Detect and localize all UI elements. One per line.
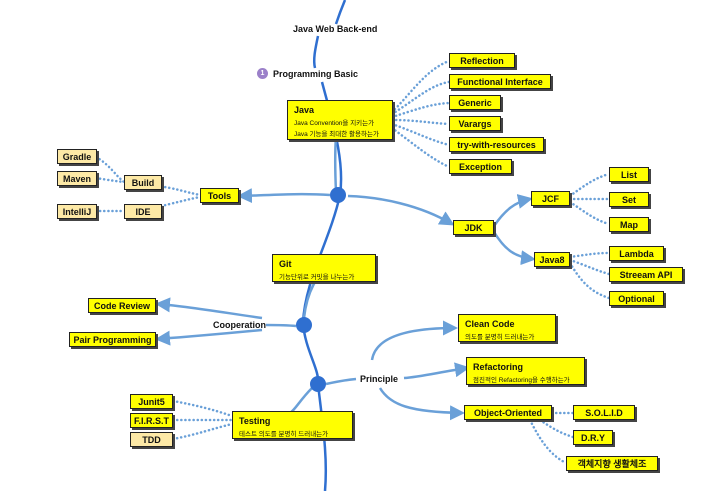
tdd-node[interactable]: TDD bbox=[130, 432, 173, 447]
solid-node[interactable]: S.O.L.I.D bbox=[573, 405, 635, 420]
cooperation-label[interactable]: Cooperation bbox=[213, 320, 266, 330]
first-node[interactable]: F.I.R.S.T bbox=[130, 413, 173, 428]
spine-hub-lower bbox=[310, 376, 326, 392]
code-review-node[interactable]: Code Review bbox=[88, 298, 156, 313]
tools-node[interactable]: Tools bbox=[200, 188, 239, 203]
jdk-node[interactable]: JDK bbox=[453, 220, 494, 235]
clean-code-title: Clean Code bbox=[465, 319, 515, 329]
jcf-list-node[interactable]: List bbox=[609, 167, 649, 182]
refactoring-node[interactable]: Refactoring 점진적인 Refactoring을 수행하는가 bbox=[466, 357, 585, 385]
refactoring-line: 점진적인 Refactoring을 수행하는가 bbox=[473, 377, 570, 384]
clean-code-line: 의도를 분명히 드러내는가 bbox=[465, 334, 535, 341]
ide-node[interactable]: IDE bbox=[124, 204, 162, 219]
gradle-node[interactable]: Gradle bbox=[57, 149, 97, 164]
section-title: Programming Basic bbox=[273, 69, 359, 79]
spine-hub-middle bbox=[296, 317, 312, 333]
jcf-map-node[interactable]: Map bbox=[609, 217, 649, 232]
pair-programming-node[interactable]: Pair Programming bbox=[69, 332, 156, 347]
build-node[interactable]: Build bbox=[124, 175, 162, 190]
testing-node[interactable]: Testing 테스트 의도를 분명히 드러내는가 bbox=[232, 411, 353, 439]
java8-lambda-node[interactable]: Lambda bbox=[609, 246, 664, 261]
maven-node[interactable]: Maven bbox=[57, 171, 97, 186]
java-topic-generic[interactable]: Generic bbox=[449, 95, 501, 110]
branch-arrows bbox=[155, 188, 536, 421]
git-node[interactable]: Git 기능단위로 커밋을 나누는가 bbox=[272, 254, 376, 282]
testing-line: 테스트 의도를 분명히 드러내는가 bbox=[239, 431, 329, 438]
clean-code-node[interactable]: Clean Code 의도를 분명히 드러내는가 bbox=[458, 314, 556, 342]
java8-node[interactable]: Java8 bbox=[534, 252, 570, 267]
java-node-line-1: Java Convention을 지키는가 bbox=[294, 120, 375, 127]
java-topic-links bbox=[94, 59, 611, 465]
java-node-title: Java bbox=[294, 105, 315, 115]
java-topic-exception[interactable]: Exception bbox=[449, 159, 512, 174]
testing-title: Testing bbox=[239, 416, 271, 426]
root-to-basic bbox=[312, 35, 320, 69]
java-node-line-2: Java 기능을 최대한 활용하는가 bbox=[294, 131, 379, 138]
java-topic-functional-interface[interactable]: Functional Interface bbox=[449, 74, 551, 89]
intellij-node[interactable]: IntelliJ bbox=[57, 204, 97, 219]
object-oriented-node[interactable]: Object-Oriented bbox=[464, 405, 552, 420]
java-topic-varargs[interactable]: Varargs bbox=[449, 116, 501, 131]
principle-label[interactable]: Principle bbox=[360, 374, 399, 384]
git-node-title: Git bbox=[279, 259, 292, 269]
java8-stream-api-node[interactable]: Streeam API bbox=[609, 267, 683, 282]
jcf-set-node[interactable]: Set bbox=[609, 192, 649, 207]
refactoring-title: Refactoring bbox=[473, 362, 524, 372]
java-topic-reflection[interactable]: Reflection bbox=[449, 53, 515, 68]
git-node-line: 기능단위로 커밋을 나누는가 bbox=[279, 274, 355, 281]
section-number-badge: 1 bbox=[257, 68, 268, 79]
java8-optional-node[interactable]: Optional bbox=[609, 291, 664, 306]
oo-calisthenics-node[interactable]: 객체지향 생활체조 bbox=[566, 456, 658, 471]
spine-hub-upper bbox=[330, 187, 346, 203]
java-topic-try-with-resources[interactable]: try-with-resources bbox=[449, 137, 544, 152]
jcf-node[interactable]: JCF bbox=[531, 191, 570, 206]
main-spine bbox=[334, 0, 347, 25]
dry-node[interactable]: D.R.Y bbox=[573, 430, 613, 445]
java-node[interactable]: Java Java Convention을 지키는가 Java 기능을 최대한 … bbox=[287, 100, 393, 140]
root-title: Java Web Back-end bbox=[293, 24, 378, 34]
junit5-node[interactable]: Junit5 bbox=[130, 394, 173, 409]
